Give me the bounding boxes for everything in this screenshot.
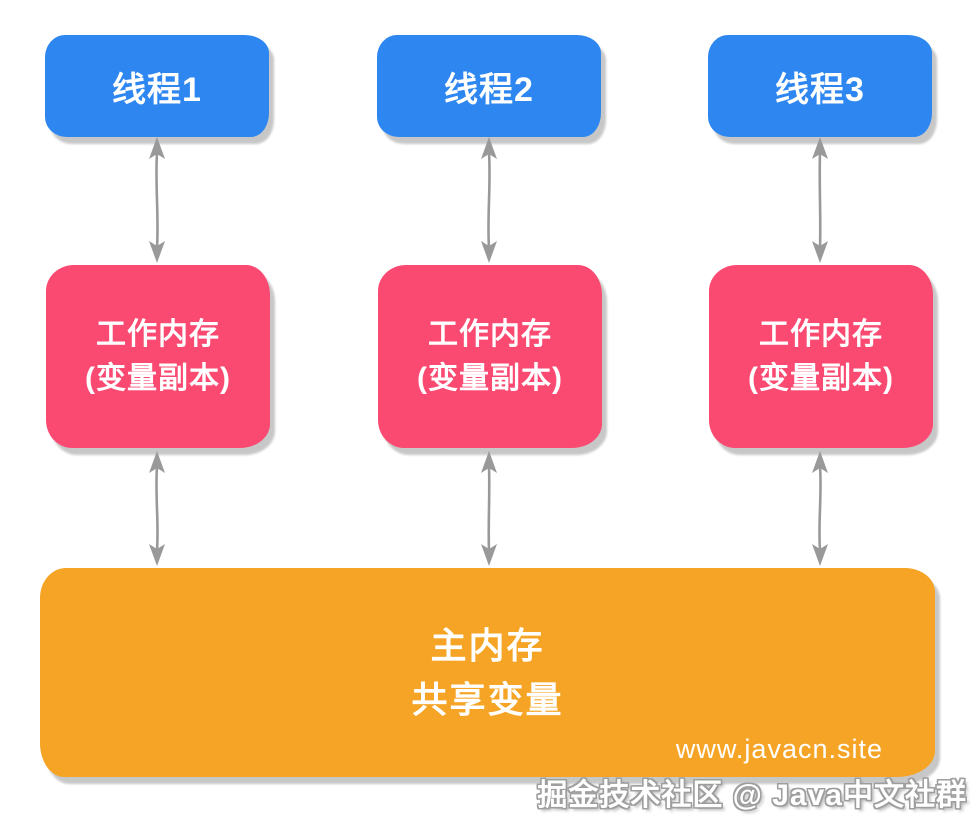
- thread-3-label: 线程3: [775, 70, 865, 109]
- working-memory-3-line1: 工作内存: [758, 318, 883, 351]
- working-memory-3-box: 工作内存 (变量副本): [709, 265, 933, 448]
- double-arrow-icon: [481, 451, 497, 566]
- thread-2-box: 线程2: [377, 35, 601, 137]
- working-memory-1-box: 工作内存 (变量副本): [46, 265, 270, 448]
- thread-3-box: 线程3: [708, 35, 932, 137]
- main-memory-line2: 共享变量: [411, 678, 564, 720]
- working-memory-1-line1: 工作内存: [95, 318, 220, 351]
- double-arrow-icon: [149, 137, 165, 263]
- double-arrow-icon: [812, 451, 828, 566]
- main-memory-box: 主内存 共享变量 www.javacn.site: [40, 568, 935, 777]
- working-memory-2-box: 工作内存 (变量副本): [378, 265, 602, 448]
- working-memory-3-line2: (变量副本): [748, 361, 894, 395]
- site-watermark: www.javacn.site: [675, 733, 883, 764]
- double-arrow-icon: [812, 137, 828, 263]
- double-arrow-icon: [149, 451, 165, 566]
- working-memory-1-line2: (变量副本): [85, 361, 231, 395]
- working-memory-2-line2: (变量副本): [417, 361, 563, 395]
- double-arrow-icon: [481, 137, 497, 263]
- main-memory-line1: 主内存: [430, 624, 545, 666]
- footer-credit: 掘金技术社区 @ Java中文社群: [537, 779, 967, 812]
- thread-1-box: 线程1: [45, 35, 269, 137]
- working-memory-2-line1: 工作内存: [427, 318, 552, 351]
- thread-2-label: 线程2: [444, 70, 534, 109]
- thread-1-label: 线程1: [112, 70, 202, 109]
